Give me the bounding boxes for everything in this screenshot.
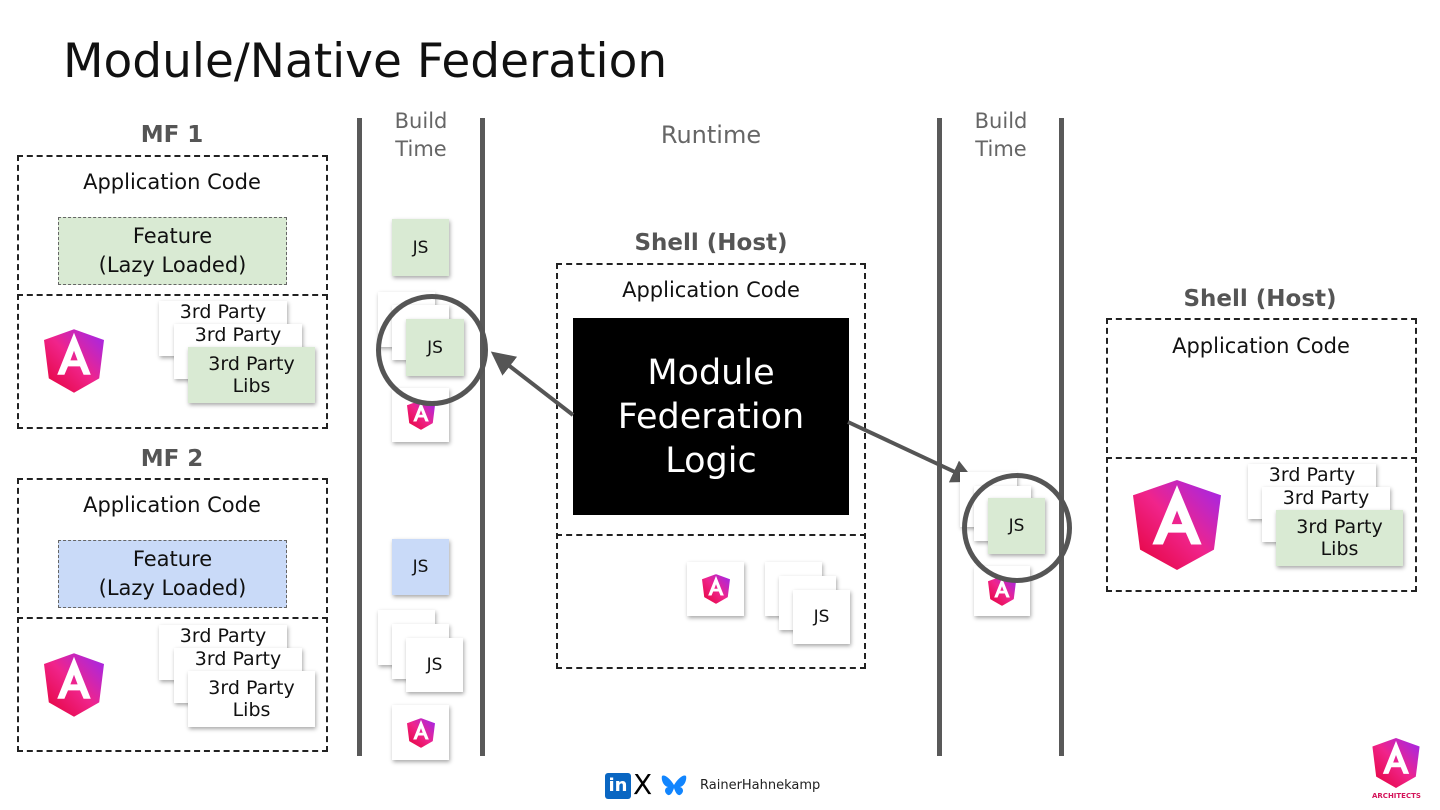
feature-line: (Lazy Loaded) bbox=[98, 576, 247, 600]
arrow-to-shell-artifact bbox=[847, 420, 976, 483]
shell-right-application-code: Application Code bbox=[1172, 334, 1350, 358]
shell-runtime-application-code: Application Code bbox=[622, 278, 800, 302]
mf2-application-code: Application Code bbox=[83, 493, 261, 517]
linkedin-icon[interactable]: in bbox=[605, 773, 631, 799]
phase-word: Build bbox=[974, 109, 1028, 133]
logic-line: Logic bbox=[665, 440, 757, 481]
feature-line: Feature bbox=[132, 224, 213, 248]
phase-build-time-2: Build Time bbox=[975, 107, 1028, 163]
js-artifact-libs-mf2: JS bbox=[406, 638, 463, 692]
angular-artifact-mf2 bbox=[392, 705, 449, 760]
mf2-divider bbox=[17, 617, 328, 619]
shell-runtime-label: Shell (Host) bbox=[634, 230, 788, 256]
logic-line: Module bbox=[647, 352, 775, 393]
js-artifact-feature-mf1: JS bbox=[392, 219, 449, 276]
mf2-feature: Feature (Lazy Loaded) bbox=[58, 540, 287, 608]
shell-runtime-box bbox=[556, 263, 866, 669]
mf1-box bbox=[17, 155, 328, 429]
lib-card-front: 3rd Party Libs bbox=[1276, 510, 1403, 566]
phase-build-time-1: Build Time bbox=[395, 107, 448, 163]
angular-architects-logo: ARCHITECTS bbox=[1372, 738, 1421, 800]
phase-runtime: Runtime bbox=[660, 121, 762, 149]
feature-line: Feature bbox=[132, 547, 213, 571]
shell-right-divider bbox=[1106, 457, 1417, 459]
bluesky-icon[interactable] bbox=[661, 774, 687, 798]
shell-runtime-divider bbox=[556, 534, 866, 536]
angular-logo-icon bbox=[1133, 480, 1221, 570]
js-artifact-shell: JS bbox=[793, 590, 850, 644]
phase-word: Time bbox=[975, 137, 1027, 161]
phase-word: Build bbox=[394, 109, 448, 133]
lib-card-front: 3rd Party Libs bbox=[188, 347, 315, 403]
shell-right-label: Shell (Host) bbox=[1183, 286, 1337, 312]
mf2-box bbox=[17, 478, 328, 752]
mf1-divider bbox=[17, 294, 328, 296]
feature-line: (Lazy Loaded) bbox=[98, 253, 247, 277]
angular-artifact-shell bbox=[687, 562, 744, 616]
lib-card-front: 3rd Party Libs bbox=[188, 671, 315, 727]
arrow-to-mf-artifact bbox=[490, 351, 575, 417]
phase-word: Time bbox=[395, 137, 447, 161]
build-time-2-left-line bbox=[937, 118, 942, 756]
js-artifact-feature-mf2: JS bbox=[392, 539, 449, 595]
mf1-feature: Feature (Lazy Loaded) bbox=[58, 217, 287, 285]
mf1-label: MF 1 bbox=[140, 122, 204, 148]
x-icon[interactable]: X bbox=[633, 768, 653, 801]
logic-line: Federation bbox=[617, 396, 805, 437]
slide-title: Module/Native Federation bbox=[63, 34, 668, 89]
mf1-application-code: Application Code bbox=[83, 170, 261, 194]
highlight-circle bbox=[376, 294, 488, 406]
logo-text: ARCHITECTS bbox=[1372, 792, 1421, 800]
mf2-label: MF 2 bbox=[140, 446, 204, 472]
shell-right-box bbox=[1106, 318, 1417, 592]
angular-architects-logo-icon bbox=[1372, 738, 1420, 788]
build-time-2-right-line bbox=[1059, 118, 1064, 756]
build-time-left-line bbox=[357, 118, 362, 756]
author-handle: RainerHahnekamp bbox=[700, 778, 821, 793]
highlight-circle bbox=[962, 473, 1072, 583]
build-time-right-line bbox=[480, 118, 485, 756]
